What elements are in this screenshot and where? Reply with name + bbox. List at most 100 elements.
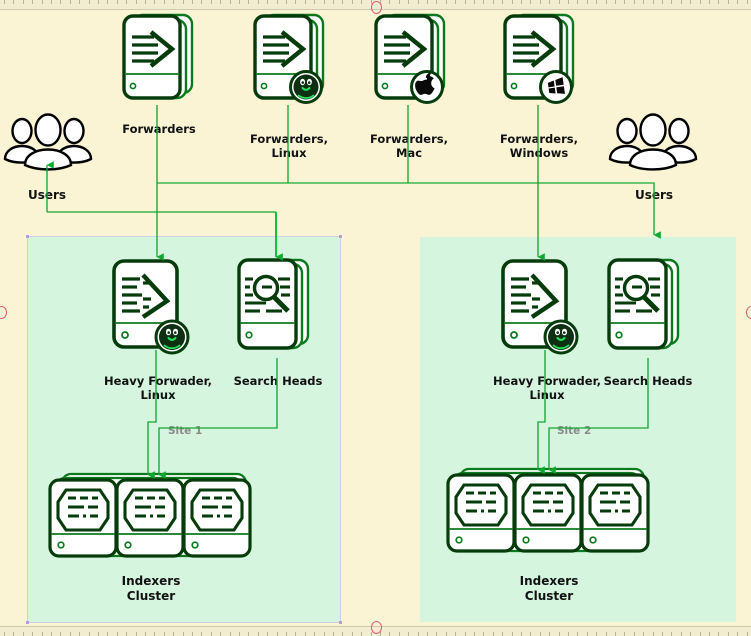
ruler-tick <box>540 632 541 636</box>
ruler-tick <box>389 632 390 636</box>
ruler-tick <box>4 0 5 4</box>
ruler-tick <box>23 632 24 636</box>
ruler-tick <box>380 632 381 636</box>
ruler-tick <box>577 632 578 636</box>
ruler-tick <box>587 0 588 4</box>
resize-handle-nw[interactable] <box>26 235 29 238</box>
ruler-tick <box>98 632 99 636</box>
ruler-tick <box>305 0 306 4</box>
ruler-tick <box>671 0 672 4</box>
ruler-tick <box>718 632 719 636</box>
search-head-stack-icon <box>237 258 310 350</box>
ruler-tick <box>662 632 663 636</box>
page-marker-left <box>0 306 7 319</box>
ruler-tick <box>493 0 494 4</box>
ruler-tick <box>643 632 644 636</box>
node-search-heads-2[interactable] <box>606 257 692 361</box>
users-group-icon <box>3 113 93 171</box>
node-indexers-1[interactable] <box>46 470 256 566</box>
ruler-tick <box>51 632 52 636</box>
node-users-left[interactable] <box>3 113 95 171</box>
ruler-tick <box>117 632 118 636</box>
ruler-tick <box>324 0 325 4</box>
ruler-tick <box>89 632 90 636</box>
indexer-cluster-icon <box>48 472 252 558</box>
ruler-tick <box>324 632 325 636</box>
ruler-tick <box>568 0 569 4</box>
ruler-tick <box>248 632 249 636</box>
ruler-tick <box>690 632 691 636</box>
ruler-tick <box>107 0 108 4</box>
ruler-tick <box>615 632 616 636</box>
ruler-tick <box>192 0 193 4</box>
ruler-tick <box>634 0 635 4</box>
node-heavy-forwarder-2[interactable] <box>499 257 589 363</box>
ruler-tick <box>521 632 522 636</box>
ruler-tick <box>606 0 607 4</box>
ruler-tick <box>220 0 221 4</box>
linux-penguin-icon <box>543 319 579 355</box>
ruler-tick <box>399 632 400 636</box>
ruler-tick <box>267 0 268 4</box>
ruler-tick <box>42 632 43 636</box>
resize-handle-se[interactable] <box>339 621 342 624</box>
ruler-tick <box>502 632 503 636</box>
ruler-tick <box>371 632 372 636</box>
ruler-tick <box>13 632 14 636</box>
label-forwarders-mac: Forwarders, Mac <box>370 132 448 161</box>
node-forwarders-linux[interactable] <box>251 12 337 118</box>
ruler-tick <box>230 0 231 4</box>
ruler-tick <box>136 0 137 4</box>
node-indexers-2[interactable] <box>444 465 654 561</box>
ruler-tick <box>596 0 597 4</box>
resize-handle-ne[interactable] <box>339 235 342 238</box>
node-forwarders-windows[interactable] <box>501 12 587 118</box>
search-head-stack-icon <box>607 258 680 350</box>
node-forwarders-generic[interactable] <box>120 12 198 108</box>
label-forwarders-linux: Forwarders, Linux <box>250 132 328 161</box>
ruler-tick <box>530 0 531 4</box>
ruler-tick <box>314 632 315 636</box>
ruler-tick <box>389 0 390 4</box>
ruler-tick <box>267 632 268 636</box>
node-users-right[interactable] <box>608 113 700 171</box>
ruler-tick <box>671 632 672 636</box>
page-marker-top <box>371 1 382 14</box>
resize-handle-sw[interactable] <box>26 621 29 624</box>
label-users-left: Users <box>27 188 67 202</box>
linux-penguin-icon <box>154 319 190 355</box>
ruler-tick <box>465 0 466 4</box>
apple-logo-icon <box>410 70 444 104</box>
ruler-tick <box>512 0 513 4</box>
ruler-tick <box>258 632 259 636</box>
label-users-right: Users <box>634 188 674 202</box>
ruler-tick <box>352 632 353 636</box>
ruler-tick <box>201 632 202 636</box>
ruler-tick <box>634 632 635 636</box>
ruler-tick <box>277 632 278 636</box>
windows-logo-icon <box>539 70 573 104</box>
ruler-tick <box>728 632 729 636</box>
ruler-tick <box>653 0 654 4</box>
ruler-tick <box>211 632 212 636</box>
ruler-tick <box>361 0 362 4</box>
ruler-tick <box>521 0 522 4</box>
ruler-tick <box>540 0 541 4</box>
ruler-tick <box>446 632 447 636</box>
ruler-tick <box>126 632 127 636</box>
ruler-tick <box>183 632 184 636</box>
ruler-tick <box>361 632 362 636</box>
ruler-tick <box>183 0 184 4</box>
ruler-tick <box>690 0 691 4</box>
ruler-tick <box>577 0 578 4</box>
ruler-tick <box>107 632 108 636</box>
ruler-tick <box>427 632 428 636</box>
label-forwarders-windows: Forwarders, Windows <box>500 132 578 161</box>
ruler-tick <box>530 632 531 636</box>
node-forwarders-mac[interactable] <box>372 12 458 118</box>
ruler-tick <box>342 0 343 4</box>
node-search-heads-1[interactable] <box>236 257 322 361</box>
node-heavy-forwarder-1[interactable] <box>110 257 200 363</box>
ruler-tick <box>314 0 315 4</box>
